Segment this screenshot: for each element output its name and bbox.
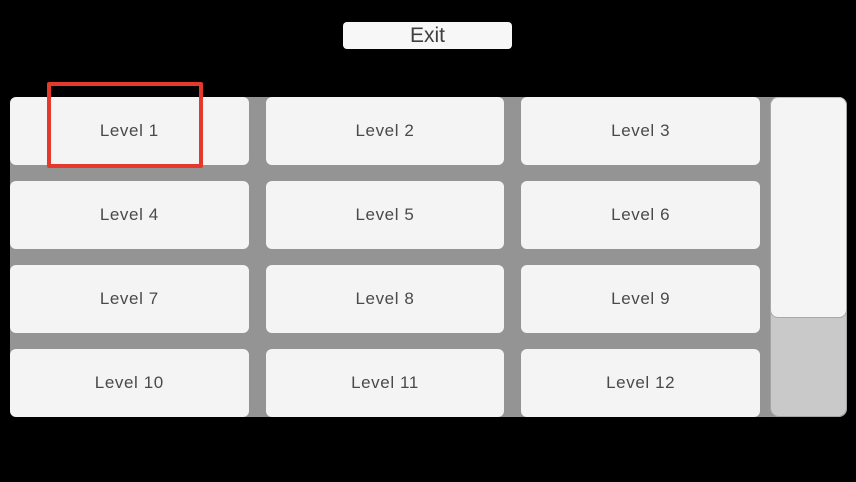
level-button-12[interactable]: Level 12	[521, 349, 760, 417]
level-button-6[interactable]: Level 6	[521, 181, 760, 249]
level-button-10[interactable]: Level 10	[10, 349, 249, 417]
vertical-scrollbar[interactable]	[770, 97, 847, 417]
level-button-3[interactable]: Level 3	[521, 97, 760, 165]
exit-button[interactable]: Exit	[343, 22, 512, 49]
level-button-4[interactable]: Level 4	[10, 181, 249, 249]
level-button-1[interactable]: Level 1	[10, 97, 249, 165]
level-button-8[interactable]: Level 8	[265, 265, 505, 333]
level-button-5[interactable]: Level 5	[265, 181, 505, 249]
level-button-2[interactable]: Level 2	[265, 97, 505, 165]
scrollbar-handle[interactable]	[770, 97, 847, 318]
level-button-9[interactable]: Level 9	[521, 265, 760, 333]
level-button-7[interactable]: Level 7	[10, 265, 249, 333]
level-button-11[interactable]: Level 11	[265, 349, 505, 417]
